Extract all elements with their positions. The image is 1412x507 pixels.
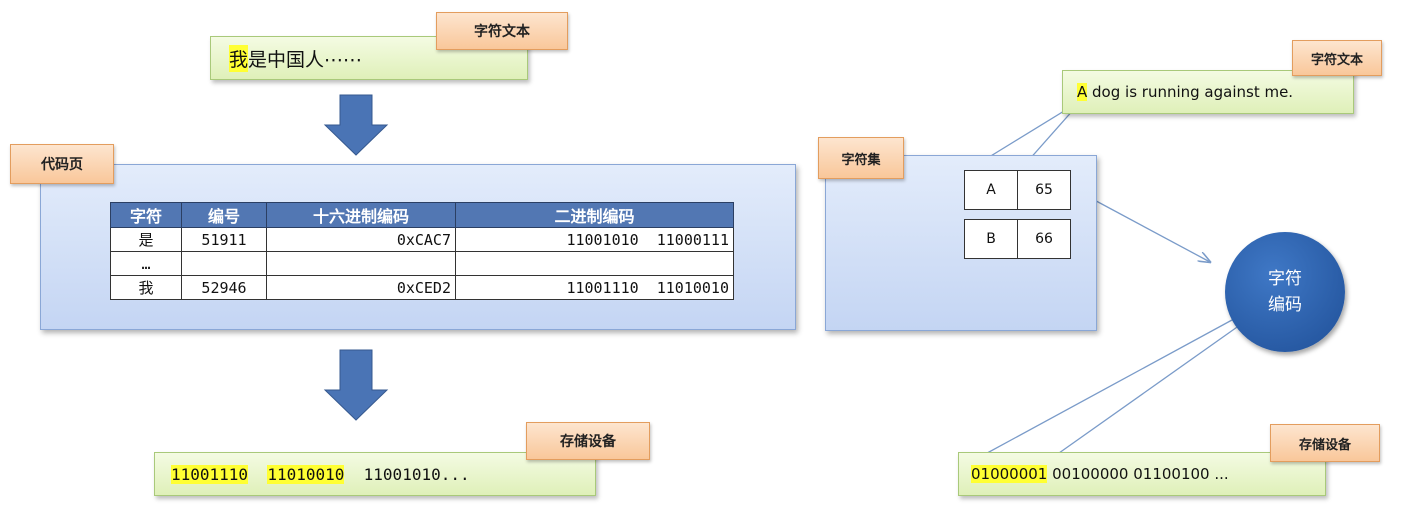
down-arrow-icon: [323, 94, 389, 156]
right-storage-text: 00100000 01100100 ...: [1047, 465, 1229, 483]
table-row: 我 52946 0xCED2 11001110 11010010: [110, 275, 734, 300]
table-cell: 11001010 11000111: [455, 227, 734, 252]
table-row: …: [110, 251, 734, 276]
charset-cell-code: 66: [1017, 219, 1071, 259]
left-storage-highlight: 11001110: [171, 464, 249, 484]
table-cell: 51911: [181, 227, 267, 252]
right-char-text: dog is running against me.: [1087, 83, 1294, 101]
right-storage-label: 存储设备: [1270, 424, 1380, 462]
codepage-table: 字符 编号 十六进制编码 二进制编码 是 51911 0xCAC7 110010…: [110, 202, 734, 300]
codepage-label: 代码页: [10, 144, 114, 184]
left-char-text-highlight: 我: [229, 44, 249, 72]
charset-cell-char: A: [964, 170, 1018, 210]
table-cell: [181, 251, 267, 276]
right-char-text-box: A dog is running against me.: [1062, 70, 1354, 114]
left-storage-box: 11001110 11010010 11001010...: [154, 452, 596, 496]
table-cell: 0xCED2: [266, 275, 456, 300]
char-encoding-circle: 字符 编码: [1225, 232, 1345, 352]
left-storage-label: 存储设备: [526, 422, 650, 460]
table-cell: 0xCAC7: [266, 227, 456, 252]
encoding-line: 编码: [1268, 295, 1302, 315]
table-cell: 11001110 11010010: [455, 275, 734, 300]
table-cell: 我: [110, 275, 182, 300]
table-header: 二进制编码: [455, 202, 734, 228]
table-cell: 是: [110, 227, 182, 252]
table-cell: [266, 251, 456, 276]
left-char-text: 是中国人⋯⋯: [248, 48, 363, 71]
right-storage-box: 01000001 00100000 01100100 ...: [958, 452, 1326, 496]
table-cell: 52946: [181, 275, 267, 300]
encoding-line: 字符: [1268, 269, 1302, 289]
table-header: 字符: [110, 202, 182, 228]
right-char-text-label: 字符文本: [1292, 40, 1382, 76]
charset-cell-char: B: [964, 219, 1018, 259]
table-header: 十六进制编码: [266, 202, 456, 228]
charset-cell-code: 65: [1017, 170, 1071, 210]
table-cell: [455, 251, 734, 276]
charset-label: 字符集: [818, 137, 904, 179]
table-header: 编号: [181, 202, 267, 228]
table-row: 是 51911 0xCAC7 11001010 11000111: [110, 227, 734, 252]
right-char-text-highlight: A: [1077, 83, 1088, 101]
left-char-text-label: 字符文本: [436, 12, 568, 50]
left-storage-highlight: 11010010: [267, 464, 345, 484]
left-storage-text: 11001010...: [363, 464, 470, 484]
table-cell: …: [110, 251, 182, 276]
right-storage-highlight: 01000001: [971, 465, 1048, 483]
down-arrow-icon: [323, 349, 389, 421]
